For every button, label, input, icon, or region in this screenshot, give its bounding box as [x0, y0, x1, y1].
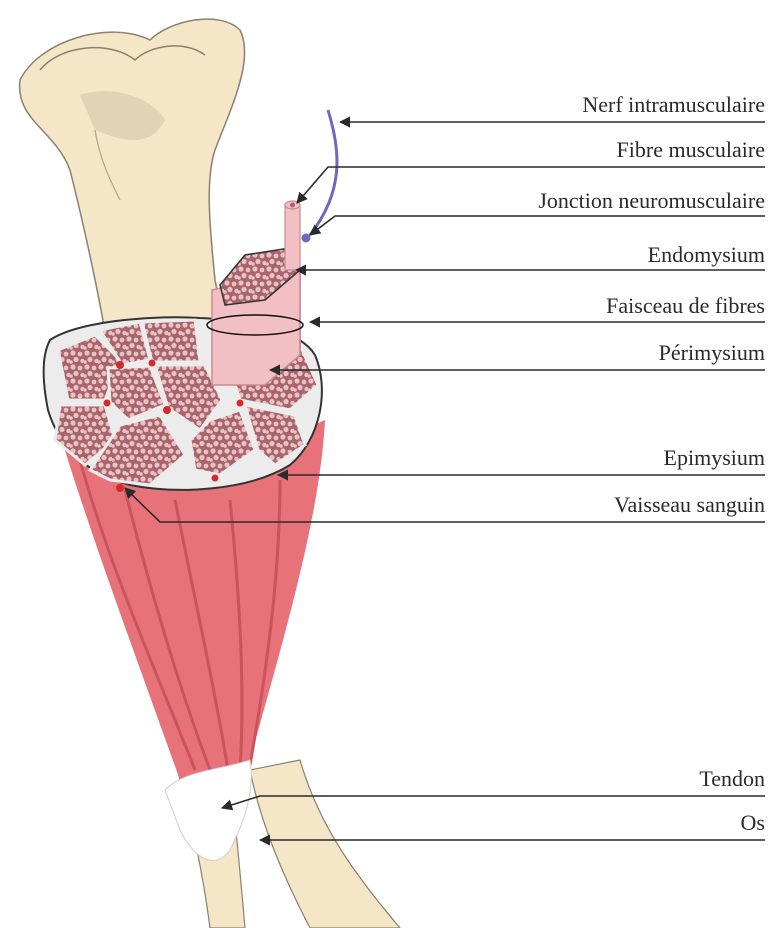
- labels: Nerf intramusculaire Fibre musculaire Jo…: [538, 92, 765, 835]
- label-fibre-musculaire: Fibre musculaire: [617, 137, 765, 162]
- label-nerf-intramusculaire: Nerf intramusculaire: [582, 92, 765, 117]
- label-vaisseau-sanguin: Vaisseau sanguin: [614, 492, 765, 517]
- label-perimysium: Périmysium: [659, 340, 765, 365]
- label-epimysium: Epimysium: [664, 445, 765, 470]
- fascicle: [142, 320, 200, 362]
- label-jonction-neuromusculaire: Jonction neuromusculaire: [538, 188, 765, 213]
- blood-vessel-dot: [149, 360, 156, 367]
- leader-jonction: [310, 216, 765, 235]
- label-os: Os: [741, 810, 765, 835]
- humerus-bone: [20, 19, 245, 360]
- blood-vessel-dot: [116, 361, 124, 369]
- tendon: [165, 760, 251, 860]
- bone-shaft: [20, 19, 245, 360]
- neuromuscular-junction-node: [302, 234, 311, 243]
- label-faisceau-de-fibres: Faisceau de fibres: [606, 293, 765, 318]
- fibre-shaft: [285, 205, 300, 270]
- label-tendon: Tendon: [699, 766, 765, 791]
- blood-vessel-dot: [212, 475, 219, 482]
- blood-vessel-dot: [237, 400, 244, 407]
- muscle-fibre: [285, 201, 300, 270]
- blood-vessel-dot: [104, 400, 111, 407]
- bone-radius: [250, 760, 400, 928]
- fibre-nucleus: [290, 203, 295, 208]
- blood-vessel-dot: [116, 484, 124, 492]
- label-endomysium: Endomysium: [648, 242, 765, 267]
- blood-vessel-dot: [163, 406, 171, 414]
